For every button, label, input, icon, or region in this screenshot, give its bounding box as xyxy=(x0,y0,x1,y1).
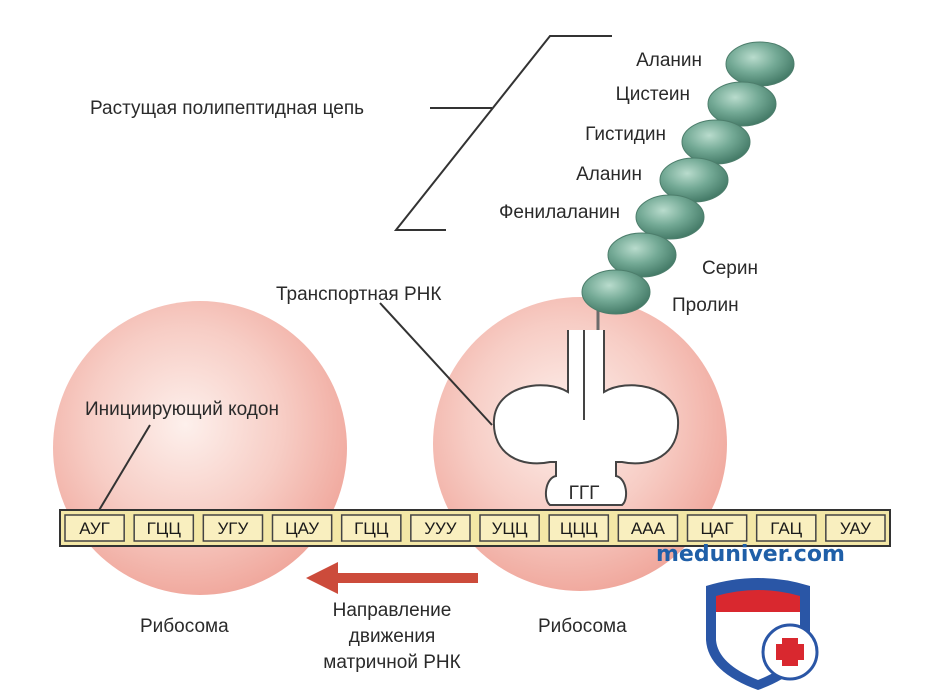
codon-label: УЦЦ xyxy=(492,519,528,538)
codon-box xyxy=(340,514,402,542)
amino-acid-bead xyxy=(681,119,751,165)
amino-acid-label: Цистеин xyxy=(616,84,690,105)
amino-acid-bead xyxy=(581,269,651,315)
codon-label: УУУ xyxy=(424,519,457,538)
direction-label-line1: Направление xyxy=(333,600,452,621)
init-codon-label: Инициирующий кодон xyxy=(85,399,279,420)
codon-box xyxy=(410,514,471,542)
amino-acid-label: Аланин xyxy=(576,164,642,185)
amino-acid-labels: АланинЦистеинГистидинАланинФенилаланинСе… xyxy=(499,50,758,316)
amino-acid-bead xyxy=(707,81,777,127)
direction-arrow xyxy=(306,562,478,594)
chain-bracket xyxy=(393,35,612,231)
ribosome-left-label: Рибосома xyxy=(140,616,229,637)
codon-box xyxy=(617,514,679,542)
amino-acid-label: Серин xyxy=(702,258,758,279)
amino-acid-label: Пролин xyxy=(672,295,739,316)
codon-box xyxy=(133,514,195,542)
ribosome-right-label: Рибосома xyxy=(538,616,627,637)
codon-box xyxy=(825,514,886,542)
amino-acid-label: Фенилаланин xyxy=(499,202,620,223)
amino-acid-label: Аланин xyxy=(636,50,702,71)
codon-label: ЦЦЦ xyxy=(560,519,598,538)
codon-label: ГЦЦ xyxy=(147,519,182,538)
codon-label: АУГ xyxy=(79,519,110,538)
codon-label: УАУ xyxy=(840,519,871,538)
direction-label-line2: движения xyxy=(349,626,435,647)
amino-acid-label: Гистидин xyxy=(585,124,666,145)
codon-box xyxy=(686,514,748,542)
codon-box xyxy=(548,514,610,542)
anticodon-label: ГГГ xyxy=(569,483,600,504)
init-codon-pointer xyxy=(97,424,151,513)
codon-label: ГЦЦ xyxy=(354,519,389,538)
codon-label: УГУ xyxy=(218,519,249,538)
polypeptide-chain xyxy=(581,41,795,315)
amino-acid-bead xyxy=(607,232,677,278)
chain-label: Растущая полипептидная цепь xyxy=(90,98,364,119)
watermark-text: meduniver.com xyxy=(656,542,845,567)
mrna-outline xyxy=(59,509,891,547)
mrna-strip: АУГ ГЦЦ УГУ ЦАУ ГЦЦ УУУ УЦЦ ЦЦЦ ААА ЦАГ ГАЦ УАУ xyxy=(59,509,891,547)
codon-label: ЦАГ xyxy=(701,519,734,538)
trna-pointer xyxy=(379,302,493,426)
codon-label: ААА xyxy=(631,519,666,538)
trna-shape xyxy=(492,330,680,506)
trna-label: Транспортная РНК xyxy=(276,284,441,305)
codon-box xyxy=(64,514,125,542)
direction-label-line3: матричной РНК xyxy=(323,652,460,673)
codon-box xyxy=(479,514,540,542)
codon-label: ЦАУ xyxy=(285,519,319,538)
amino-acid-bead xyxy=(635,194,705,240)
ribosome-left xyxy=(53,301,347,595)
codon-box xyxy=(755,514,817,542)
shield-logo-icon xyxy=(706,578,819,690)
codon-label: ГАЦ xyxy=(770,519,802,538)
codon-box xyxy=(271,514,333,542)
codon-box xyxy=(202,514,264,542)
amino-acid-bead xyxy=(725,41,795,87)
